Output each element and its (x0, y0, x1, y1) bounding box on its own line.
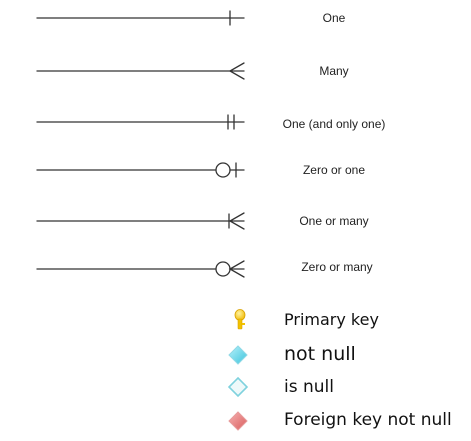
label-one: One (322, 11, 346, 25)
one-or-many-notation (36, 212, 245, 230)
not-null-diamond-icon (228, 345, 248, 365)
label-many: Many (319, 64, 349, 78)
label-one-or-many: One or many (299, 214, 369, 228)
label-zero-or-many: Zero or many (301, 260, 373, 274)
legend-is-null: is null (284, 377, 334, 397)
many-notation (36, 62, 245, 80)
legend-not-null: not null (284, 343, 356, 365)
foreign-key-diamond-icon (228, 411, 248, 431)
legend-foreign-key-not-null: Foreign key not null (284, 410, 452, 430)
is-null-diamond-icon (228, 376, 248, 398)
zero-or-one-notation (36, 162, 245, 178)
one-and-only-one-notation (36, 114, 245, 130)
label-one-and-only-one: One (and only one) (282, 117, 386, 131)
zero-or-many-notation (36, 260, 245, 278)
label-zero-or-one: Zero or one (302, 163, 366, 177)
key-icon (234, 309, 246, 330)
one-notation (36, 10, 245, 26)
legend-primary-key: Primary key (284, 310, 379, 329)
